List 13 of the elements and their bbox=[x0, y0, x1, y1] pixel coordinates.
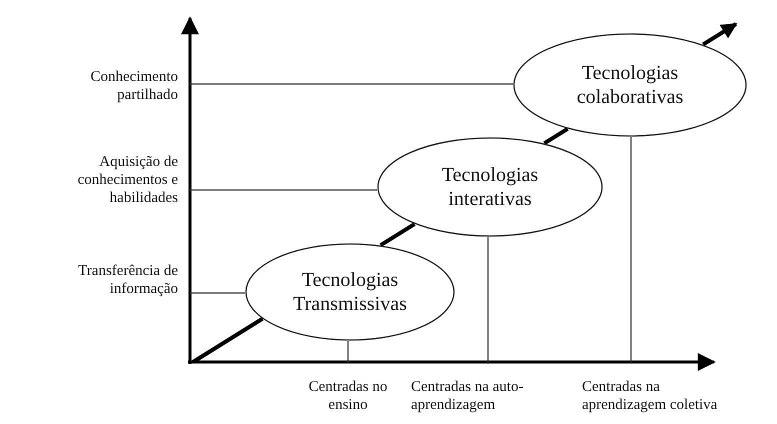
axis-label: Centradas na auto-aprendizagem bbox=[411, 378, 524, 414]
axis-label: Centradas no ensino bbox=[308, 378, 388, 414]
ellipse-node bbox=[377, 137, 603, 237]
axis-label: Aquisição de conhecimentos e habilidades bbox=[76, 153, 178, 207]
axis-label: Centradas na aprendizagem coletiva bbox=[582, 378, 718, 414]
arrow bbox=[702, 22, 738, 46]
axis-label: Transferência de informação bbox=[77, 262, 178, 298]
ellipse-node bbox=[245, 243, 455, 341]
axis-label: Conhecimento partilhado bbox=[90, 68, 178, 104]
node-label: Tecnologias interativas bbox=[440, 163, 540, 211]
node-label: Tecnologias colaborativas bbox=[576, 61, 684, 109]
node-label: Tecnologias Transmissivas bbox=[292, 268, 408, 316]
ellipse-node bbox=[513, 33, 747, 137]
